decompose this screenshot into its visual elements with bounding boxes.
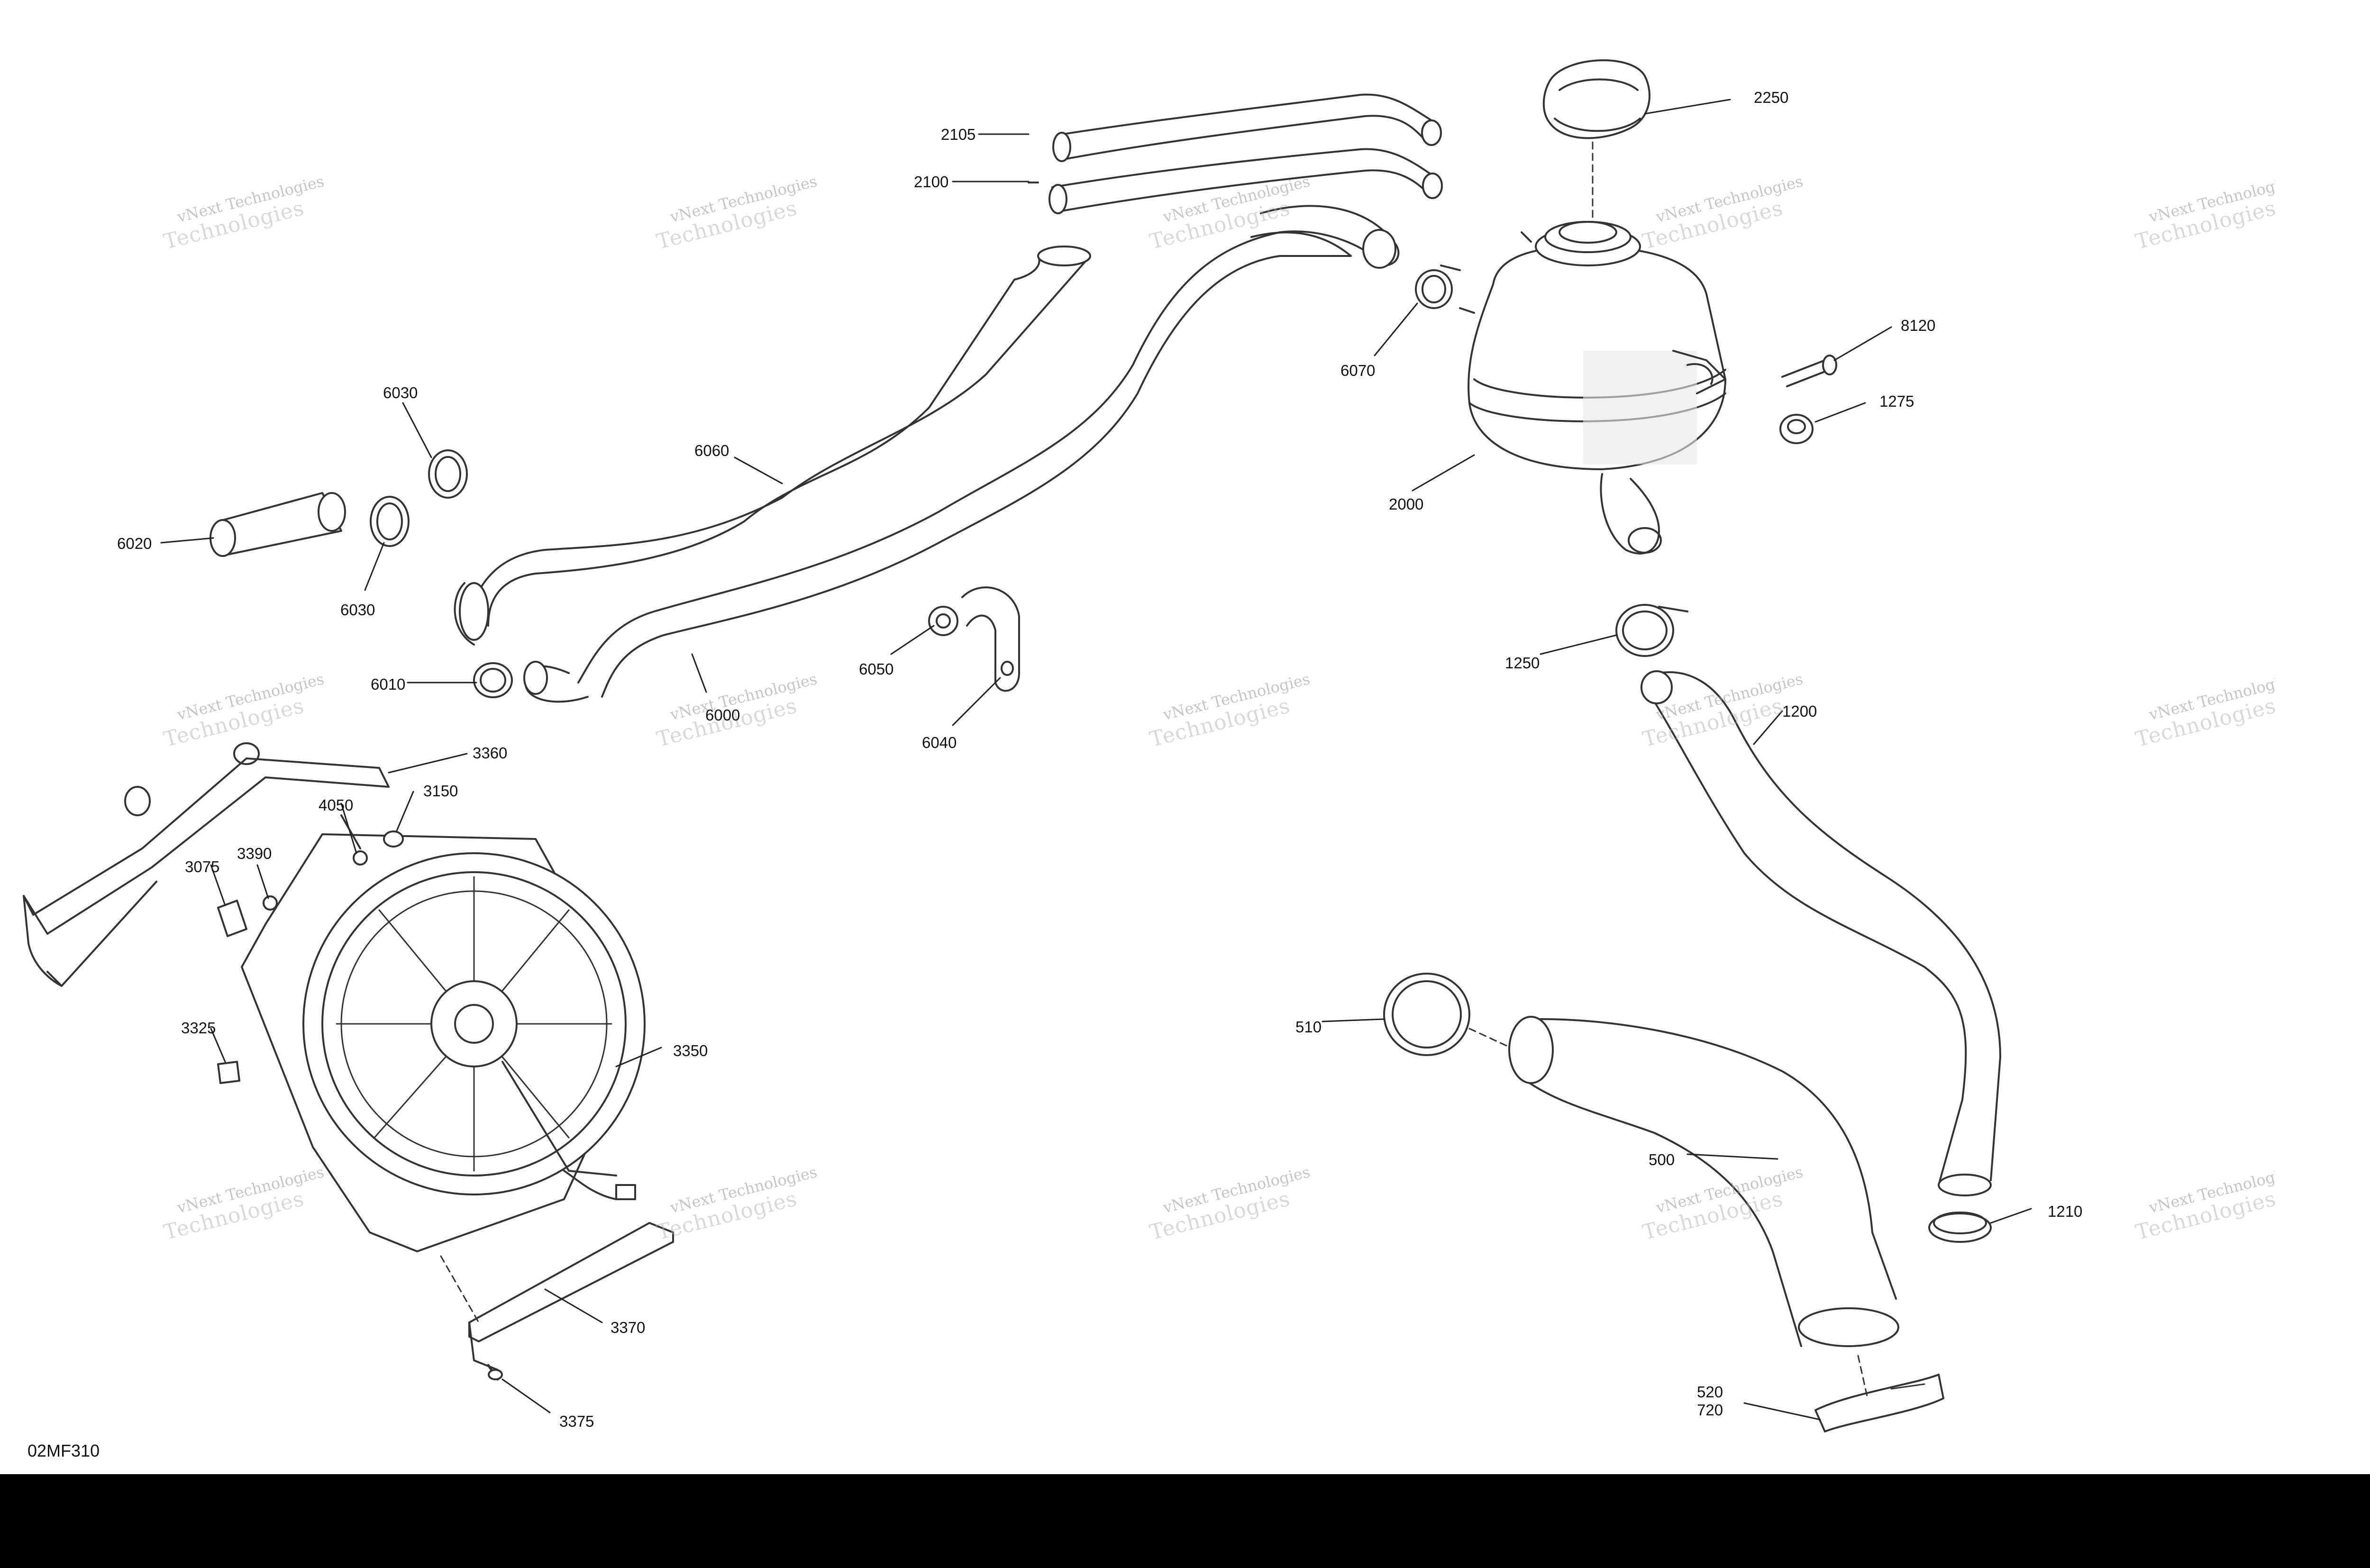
clamp-6030-lower [370, 496, 410, 547]
callout-1275[interactable]: 1275 [1879, 392, 1914, 410]
callout-1200[interactable]: 1200 [1782, 702, 1817, 720]
hose-500 [1508, 1016, 1899, 1347]
bracket-3360 [23, 742, 390, 987]
callout-6040[interactable]: 6040 [922, 734, 957, 751]
clip-3075 [217, 900, 247, 937]
exploded-parts-drawing [23, 59, 2032, 1432]
bracket-6040 [961, 586, 1020, 692]
clamp-6010 [473, 662, 513, 698]
bolt-3375 [487, 1364, 503, 1381]
callout-510[interactable]: 510 [1295, 1018, 1322, 1036]
grommet-6050 [928, 606, 958, 636]
callout-6060[interactable]: 6060 [694, 442, 729, 459]
callout-3075[interactable]: 3075 [185, 858, 220, 875]
clamp-6030-upper [428, 449, 468, 499]
callout-520-720[interactable]: 520 720 [1697, 1383, 1723, 1419]
clamp-1250 [1615, 604, 1688, 657]
clamp-1210 [1928, 1212, 1992, 1243]
callout-8120[interactable]: 8120 [1901, 317, 1936, 334]
hose-1200 [1641, 670, 2001, 1196]
nut-1275 [1779, 414, 1814, 444]
leader-lines [160, 99, 2032, 1421]
callout-2100[interactable]: 2100 [914, 173, 949, 191]
clamp-6070 [1415, 264, 1461, 309]
callout-6030-upper[interactable]: 6030 [383, 384, 418, 401]
callout-1210[interactable]: 1210 [2048, 1203, 2083, 1220]
callout-4050[interactable]: 4050 [319, 796, 354, 814]
sleeve-6020 [210, 492, 346, 557]
clamp-510 [1383, 973, 1532, 1058]
callout-2250[interactable]: 2250 [1754, 89, 1789, 106]
callout-3360[interactable]: 3360 [473, 744, 508, 762]
callout-6020[interactable]: 6020 [117, 535, 152, 552]
brace-3370 [440, 1222, 674, 1371]
drawing-code: 02MF310 [27, 1441, 100, 1460]
nut-4050 [353, 850, 368, 866]
callout-3150[interactable]: 3150 [423, 782, 458, 800]
callout-6010[interactable]: 6010 [371, 675, 406, 693]
callout-2000[interactable]: 2000 [1389, 495, 1424, 513]
clip-3325 [217, 1061, 240, 1084]
callout-6070[interactable]: 6070 [1340, 362, 1376, 379]
bottom-black-band [0, 1474, 2370, 1568]
washer-3150 [383, 830, 404, 848]
callout-3370[interactable]: 3370 [611, 1319, 646, 1336]
clamp-520-720 [1814, 1355, 1944, 1432]
callout-3350[interactable]: 3350 [673, 1042, 708, 1059]
nut-3390 [263, 895, 278, 911]
callout-3325[interactable]: 3325 [181, 1019, 216, 1037]
callout-3375[interactable]: 3375 [559, 1413, 594, 1430]
callout-6050[interactable]: 6050 [859, 660, 894, 678]
callout-6000[interactable]: 6000 [705, 706, 740, 724]
callout-6030-lower[interactable]: 6030 [340, 601, 375, 619]
right-margin [2275, 0, 2370, 1474]
callout-1250[interactable]: 1250 [1505, 654, 1540, 672]
hose-6060 [454, 246, 1091, 646]
callout-3390[interactable]: 3390 [237, 845, 272, 862]
bolt-8120 [1781, 355, 1837, 387]
hose-6000 [523, 205, 1400, 703]
expansion-tank-2000 [1459, 221, 1726, 555]
callout-500[interactable]: 500 [1649, 1151, 1675, 1168]
hose-2105 [1052, 93, 1442, 162]
radiator-cap-2250 [1542, 59, 1650, 224]
hose-2100 [1028, 148, 1443, 214]
callout-2105[interactable]: 2105 [941, 126, 976, 143]
fan-assembly-3350 [241, 814, 646, 1252]
